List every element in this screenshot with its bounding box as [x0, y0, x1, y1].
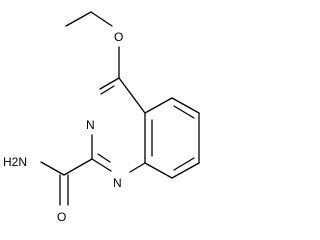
chemical-structure: O N N H2N O — [3, 11, 200, 224]
atom-label-carbonyl-oxygen: O — [57, 210, 66, 224]
bond-c4-n3-inner — [100, 85, 115, 95]
pyrimidine-ring — [91, 77, 146, 173]
ethoxy-group — [65, 11, 120, 79]
bond-n1-c8a — [129, 162, 146, 173]
atom-label-n3: N — [86, 118, 95, 132]
bond-c2-camide — [63, 158, 93, 176]
bond-c4-n3-double — [99, 77, 120, 90]
bond-camide-n — [40, 161, 65, 176]
atom-label-ether-oxygen: O — [114, 30, 123, 44]
atom-label-amine: H2N — [3, 155, 27, 169]
bond-c2-n1-double — [91, 158, 112, 172]
bond-c5-c6-inner — [173, 105, 195, 119]
bond-c8-c8a — [144, 162, 173, 179]
carboxamide-group — [40, 158, 93, 206]
benzene-ring — [144, 97, 200, 179]
bond-c2-n1-inner — [97, 153, 111, 163]
atom-label-n1: N — [113, 176, 122, 190]
bond-c5-c6 — [171, 97, 200, 114]
bond-c4a-c5 — [144, 97, 173, 114]
bond-c7-c8-inner — [173, 157, 195, 171]
bond-c7-c8 — [171, 162, 200, 179]
bond-ch2-o — [90, 11, 113, 27]
bond-c4a-c4 — [118, 77, 146, 114]
bond-ch3-ch2 — [65, 11, 92, 27]
